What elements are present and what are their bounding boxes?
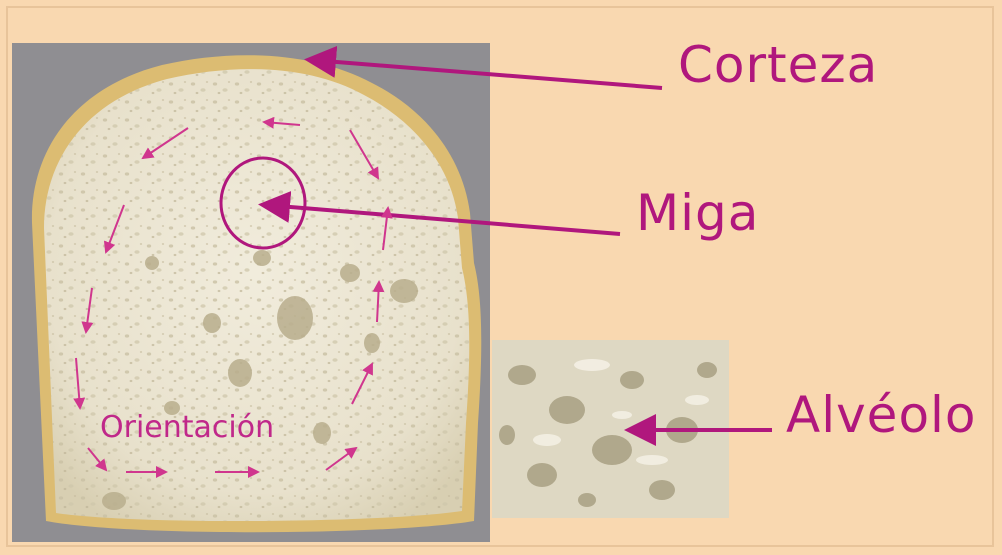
- label-corteza: Corteza: [678, 40, 878, 90]
- label-alveolo: Alvéolo: [786, 390, 977, 440]
- label-miga: Miga: [636, 188, 759, 238]
- label-orientacion: Orientación: [100, 413, 274, 443]
- crumb-closeup-photo: [492, 340, 729, 518]
- bread-slice-photo: [12, 43, 490, 542]
